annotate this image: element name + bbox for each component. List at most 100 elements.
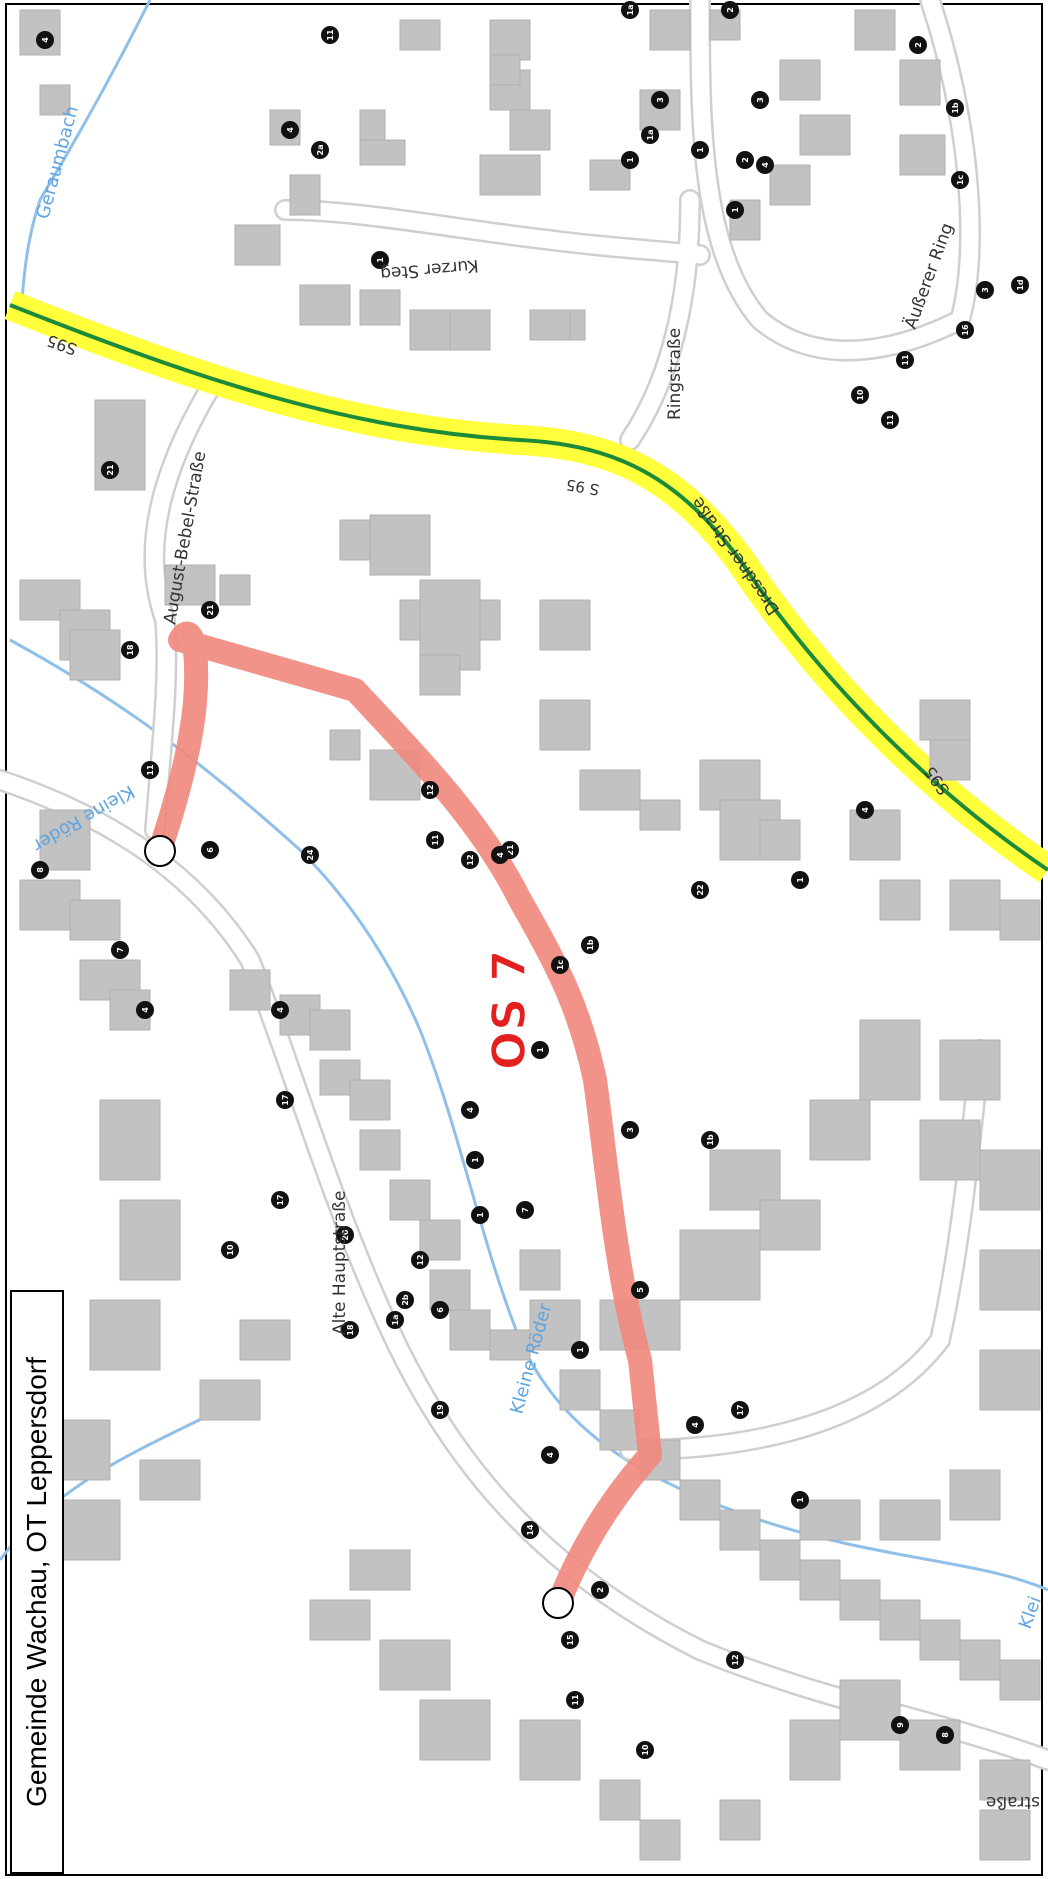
building [369, 514, 431, 576]
building [899, 59, 941, 106]
house-number-label: 11 [571, 1694, 580, 1706]
map-title: Gemeinde Wachau, OT Leppersdorf [21, 1357, 52, 1807]
house-number-label: 1b [706, 1134, 715, 1146]
road-kurzer-steg-fill [276, 201, 709, 264]
building [289, 174, 321, 216]
building [359, 289, 401, 326]
house-number-marker: 11 [141, 761, 159, 779]
house-number-label: 9 [896, 1722, 905, 1728]
house-number-marker: 2 [591, 1581, 609, 1599]
house-number-label: 3 [756, 97, 765, 103]
house-number-marker: 11 [321, 26, 339, 44]
house-number-marker: 12 [461, 851, 479, 869]
building [649, 9, 691, 51]
house-number-marker: 21 [201, 601, 219, 619]
house-number-marker: 4 [856, 801, 874, 819]
house-number-label: 1b [951, 102, 960, 114]
house-number-label: 15 [566, 1634, 575, 1646]
house-number-marker: 17 [271, 1191, 289, 1209]
house-number-marker: 4 [541, 1446, 559, 1464]
house-number-marker: 1b [581, 936, 599, 954]
building [639, 1819, 681, 1861]
building [39, 809, 91, 871]
house-number-marker: 3 [751, 91, 769, 109]
house-number-marker: 7 [516, 1201, 534, 1219]
building [849, 809, 901, 861]
house-number-label: 18 [126, 644, 135, 656]
house-number-label: 4 [496, 852, 505, 858]
house-number-label: 3 [626, 1127, 635, 1133]
house-number-label: 11 [326, 29, 335, 41]
house-number-label: 5 [636, 1287, 645, 1293]
building [799, 1499, 861, 1541]
building [899, 1719, 961, 1771]
building [539, 599, 591, 651]
building [979, 1759, 1031, 1801]
building [119, 1199, 181, 1281]
house-number-marker: 15 [561, 1631, 579, 1649]
house-number-marker: 1c [551, 956, 569, 974]
building [519, 1719, 581, 1781]
house-number-label: 1 [376, 257, 385, 263]
house-number-marker: 1 [531, 1041, 549, 1059]
house-number-marker: 11 [566, 1691, 584, 1709]
road-ausserer-ring-fill [691, 0, 979, 359]
building [229, 969, 271, 1011]
house-number-marker: 2 [736, 151, 754, 169]
house-number-label: 1a [646, 130, 655, 141]
building [389, 1179, 431, 1221]
building [489, 1329, 531, 1361]
house-number-marker: 17 [276, 1091, 294, 1109]
house-number-label: 17 [736, 1404, 745, 1415]
building [979, 1809, 1031, 1861]
house-number-marker: 1 [371, 251, 389, 269]
building [919, 1619, 961, 1661]
house-number-label: 8 [36, 867, 45, 873]
building [959, 1639, 1001, 1681]
house-number-label: 1 [471, 1157, 480, 1163]
building [999, 899, 1041, 941]
building [409, 309, 451, 351]
building [489, 54, 521, 86]
house-number-marker: 4 [756, 156, 774, 174]
house-number-label: 2 [596, 1587, 605, 1593]
house-number-label: 10 [226, 1244, 235, 1256]
house-number-label: 1d [1016, 279, 1025, 291]
house-number-label: 4 [276, 1007, 285, 1013]
house-number-marker: 16 [956, 321, 974, 339]
house-number-marker: 12 [726, 1651, 744, 1669]
house-number-label: 22 [696, 884, 705, 895]
house-number-label: 1b [586, 939, 595, 951]
house-number-label: 17 [281, 1094, 290, 1105]
building [899, 134, 946, 176]
building [599, 1779, 641, 1821]
house-number-label: 20 [341, 1229, 350, 1241]
house-number-marker: 1a [386, 1311, 404, 1329]
house-number-label: 1 [796, 877, 805, 883]
building [789, 1719, 841, 1781]
building [329, 729, 361, 761]
building [879, 879, 921, 921]
house-number-label: 1 [796, 1497, 805, 1503]
building [949, 879, 1001, 931]
house-number-marker: 4 [461, 1101, 479, 1119]
house-number-label: 11 [431, 834, 440, 846]
building [69, 629, 121, 681]
building [929, 739, 971, 781]
house-number-label: 10 [856, 389, 865, 401]
house-number-marker: 6 [431, 1301, 449, 1319]
house-number-marker: 1 [791, 871, 809, 889]
building [639, 799, 681, 831]
building [164, 564, 216, 606]
house-number-label: 4 [861, 807, 870, 813]
building [349, 1549, 411, 1591]
house-number-marker: 11 [426, 831, 444, 849]
building [399, 19, 441, 51]
house-number-marker: 17 [731, 1401, 749, 1419]
building [879, 1599, 921, 1641]
house-number-label: 4 [41, 37, 50, 43]
house-number-label: 4 [141, 1007, 150, 1013]
house-number-label: 4 [466, 1107, 475, 1113]
house-number-label: 7 [521, 1207, 530, 1213]
